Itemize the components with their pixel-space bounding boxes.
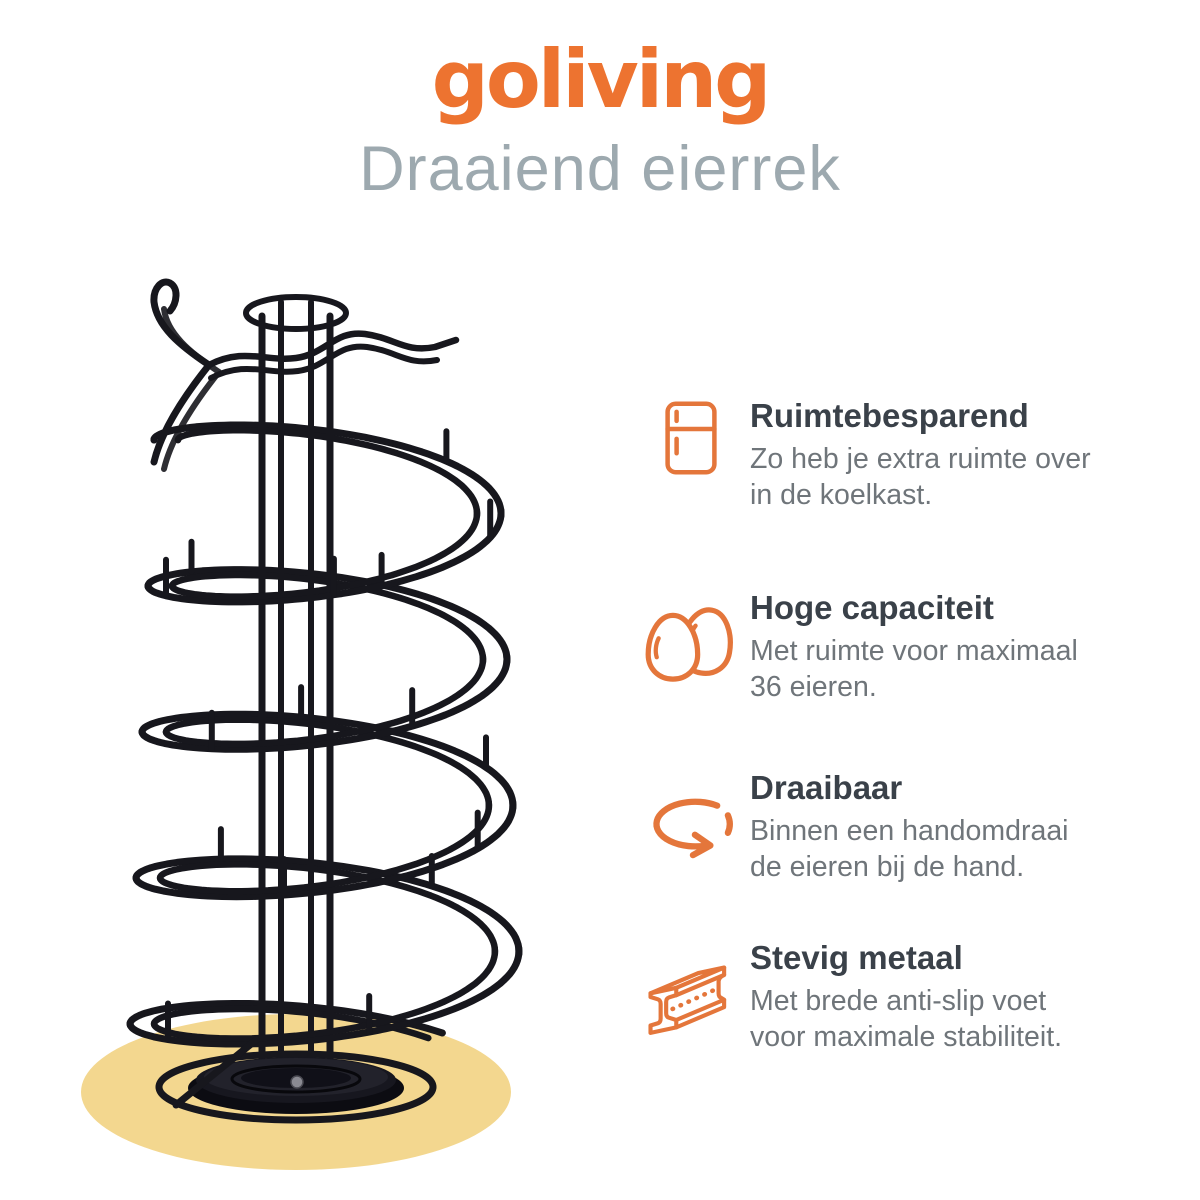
feature-title: Hoge capaciteit bbox=[750, 589, 994, 626]
center-column bbox=[243, 294, 349, 1066]
top-hook bbox=[150, 278, 460, 472]
feature-text: Hoge capaciteit Met ruimte voor maximaal… bbox=[750, 588, 1194, 705]
base-ring-front bbox=[155, 1083, 437, 1124]
header: goliving Draaiend eierrek bbox=[0, 33, 1200, 204]
entry-chute-wire-2 bbox=[208, 343, 440, 381]
brand-logo: goliving bbox=[431, 33, 772, 126]
product-subtitle: Draaiend eierrek bbox=[359, 134, 841, 204]
feature-title: Stevig metaal bbox=[750, 939, 963, 976]
rotate-icon bbox=[632, 794, 750, 860]
fridge-icon bbox=[632, 398, 750, 478]
spiral-rail-back bbox=[126, 421, 523, 1042]
feature-text: Draaibaar Binnen een handomdraai de eier… bbox=[750, 768, 1194, 885]
feature-body: Met brede anti-slip voet voor maximale s… bbox=[750, 984, 1063, 1053]
base-ring-back bbox=[155, 1050, 437, 1091]
base-cross-wire bbox=[172, 1036, 260, 1109]
feature-row-space-saving: Ruimtebesparend Zo heb je extra ruimte o… bbox=[632, 396, 1194, 513]
feature-row-capacity: Hoge capaciteit Met ruimte voor maximaal… bbox=[632, 588, 1194, 705]
spiral-rail-front bbox=[126, 435, 523, 1048]
product-illustration bbox=[81, 278, 523, 1170]
base-plate bbox=[188, 1057, 404, 1114]
feature-text: Stevig metaal Met brede anti-slip voet v… bbox=[750, 938, 1194, 1055]
feature-body: Zo heb je extra ruimte over in de koelka… bbox=[750, 442, 1091, 511]
feature-body: Met ruimte voor maximaal 36 eieren. bbox=[750, 634, 1078, 703]
ibeam-icon bbox=[632, 950, 750, 1044]
feature-row-rotatable: Draaibaar Binnen een handomdraai de eier… bbox=[632, 768, 1194, 885]
base-screw bbox=[290, 1075, 304, 1089]
feature-title: Ruimtebesparend bbox=[750, 397, 1029, 434]
entry-chute-wire bbox=[205, 330, 460, 369]
feature-row-sturdy-metal: Stevig metaal Met brede anti-slip voet v… bbox=[632, 938, 1194, 1055]
feature-title: Draaibaar bbox=[750, 769, 903, 806]
column-top-ring bbox=[243, 294, 349, 332]
feature-body: Binnen een handomdraai de eieren bij de … bbox=[750, 814, 1069, 883]
feature-text: Ruimtebesparend Zo heb je extra ruimte o… bbox=[750, 396, 1194, 513]
eggs-icon bbox=[632, 604, 750, 682]
